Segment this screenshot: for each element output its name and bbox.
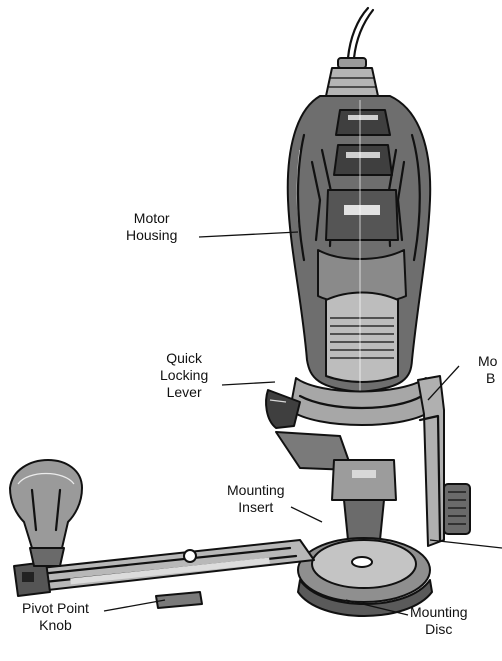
label-mb-line2: B: [486, 370, 496, 386]
power-cord: [352, 8, 375, 60]
mounting-bracket: [417, 375, 471, 547]
pivot-knob: [9, 459, 203, 609]
label-motor-housing-line1: Motor: [133, 210, 170, 226]
mounting-insert: [331, 459, 397, 541]
label-ppk-line1: Pivot Point: [22, 600, 89, 616]
label-mounting-insert: Mounting Insert: [227, 482, 285, 516]
leader-motor-housing: [198, 231, 299, 238]
label-qll-line1: Quick: [166, 350, 203, 366]
guide-arm: [13, 539, 315, 597]
label-motor-housing-line2: Housing: [126, 227, 178, 243]
label-md-line1: Mounting: [410, 604, 468, 620]
label-mi-line2: Insert: [238, 499, 274, 515]
label-quick-locking-lever: Quick Locking Lever: [160, 350, 208, 401]
label-pivot-point-knob: Pivot Point Knob: [22, 600, 89, 634]
label-mi-line1: Mounting: [227, 482, 285, 498]
motor-housing: [286, 95, 432, 520]
cord-cap: [325, 57, 379, 97]
label-ppk-line2: Knob: [39, 617, 72, 633]
leader-mounting-insert: [290, 506, 323, 523]
leader-mounting-bracket: [427, 365, 460, 401]
base-collar: [289, 377, 433, 426]
label-motor-housing: Motor Housing: [126, 210, 177, 244]
leader-pivot-point-knob: [103, 599, 166, 612]
label-qll-line3: Lever: [166, 384, 202, 400]
label-qll-line2: Locking: [160, 367, 209, 383]
mounting-disc: [297, 537, 502, 617]
label-mb-line1: Mo: [478, 353, 498, 369]
label-mounting-disc: Mounting Disc: [410, 604, 468, 638]
label-md-line2: Disc: [425, 621, 453, 637]
label-mounting-bracket-partial: Mo B: [478, 353, 497, 387]
leader-lines: [103, 231, 460, 616]
leader-quick-locking-lever: [221, 381, 276, 386]
leader-mounting-disc: [345, 599, 409, 616]
